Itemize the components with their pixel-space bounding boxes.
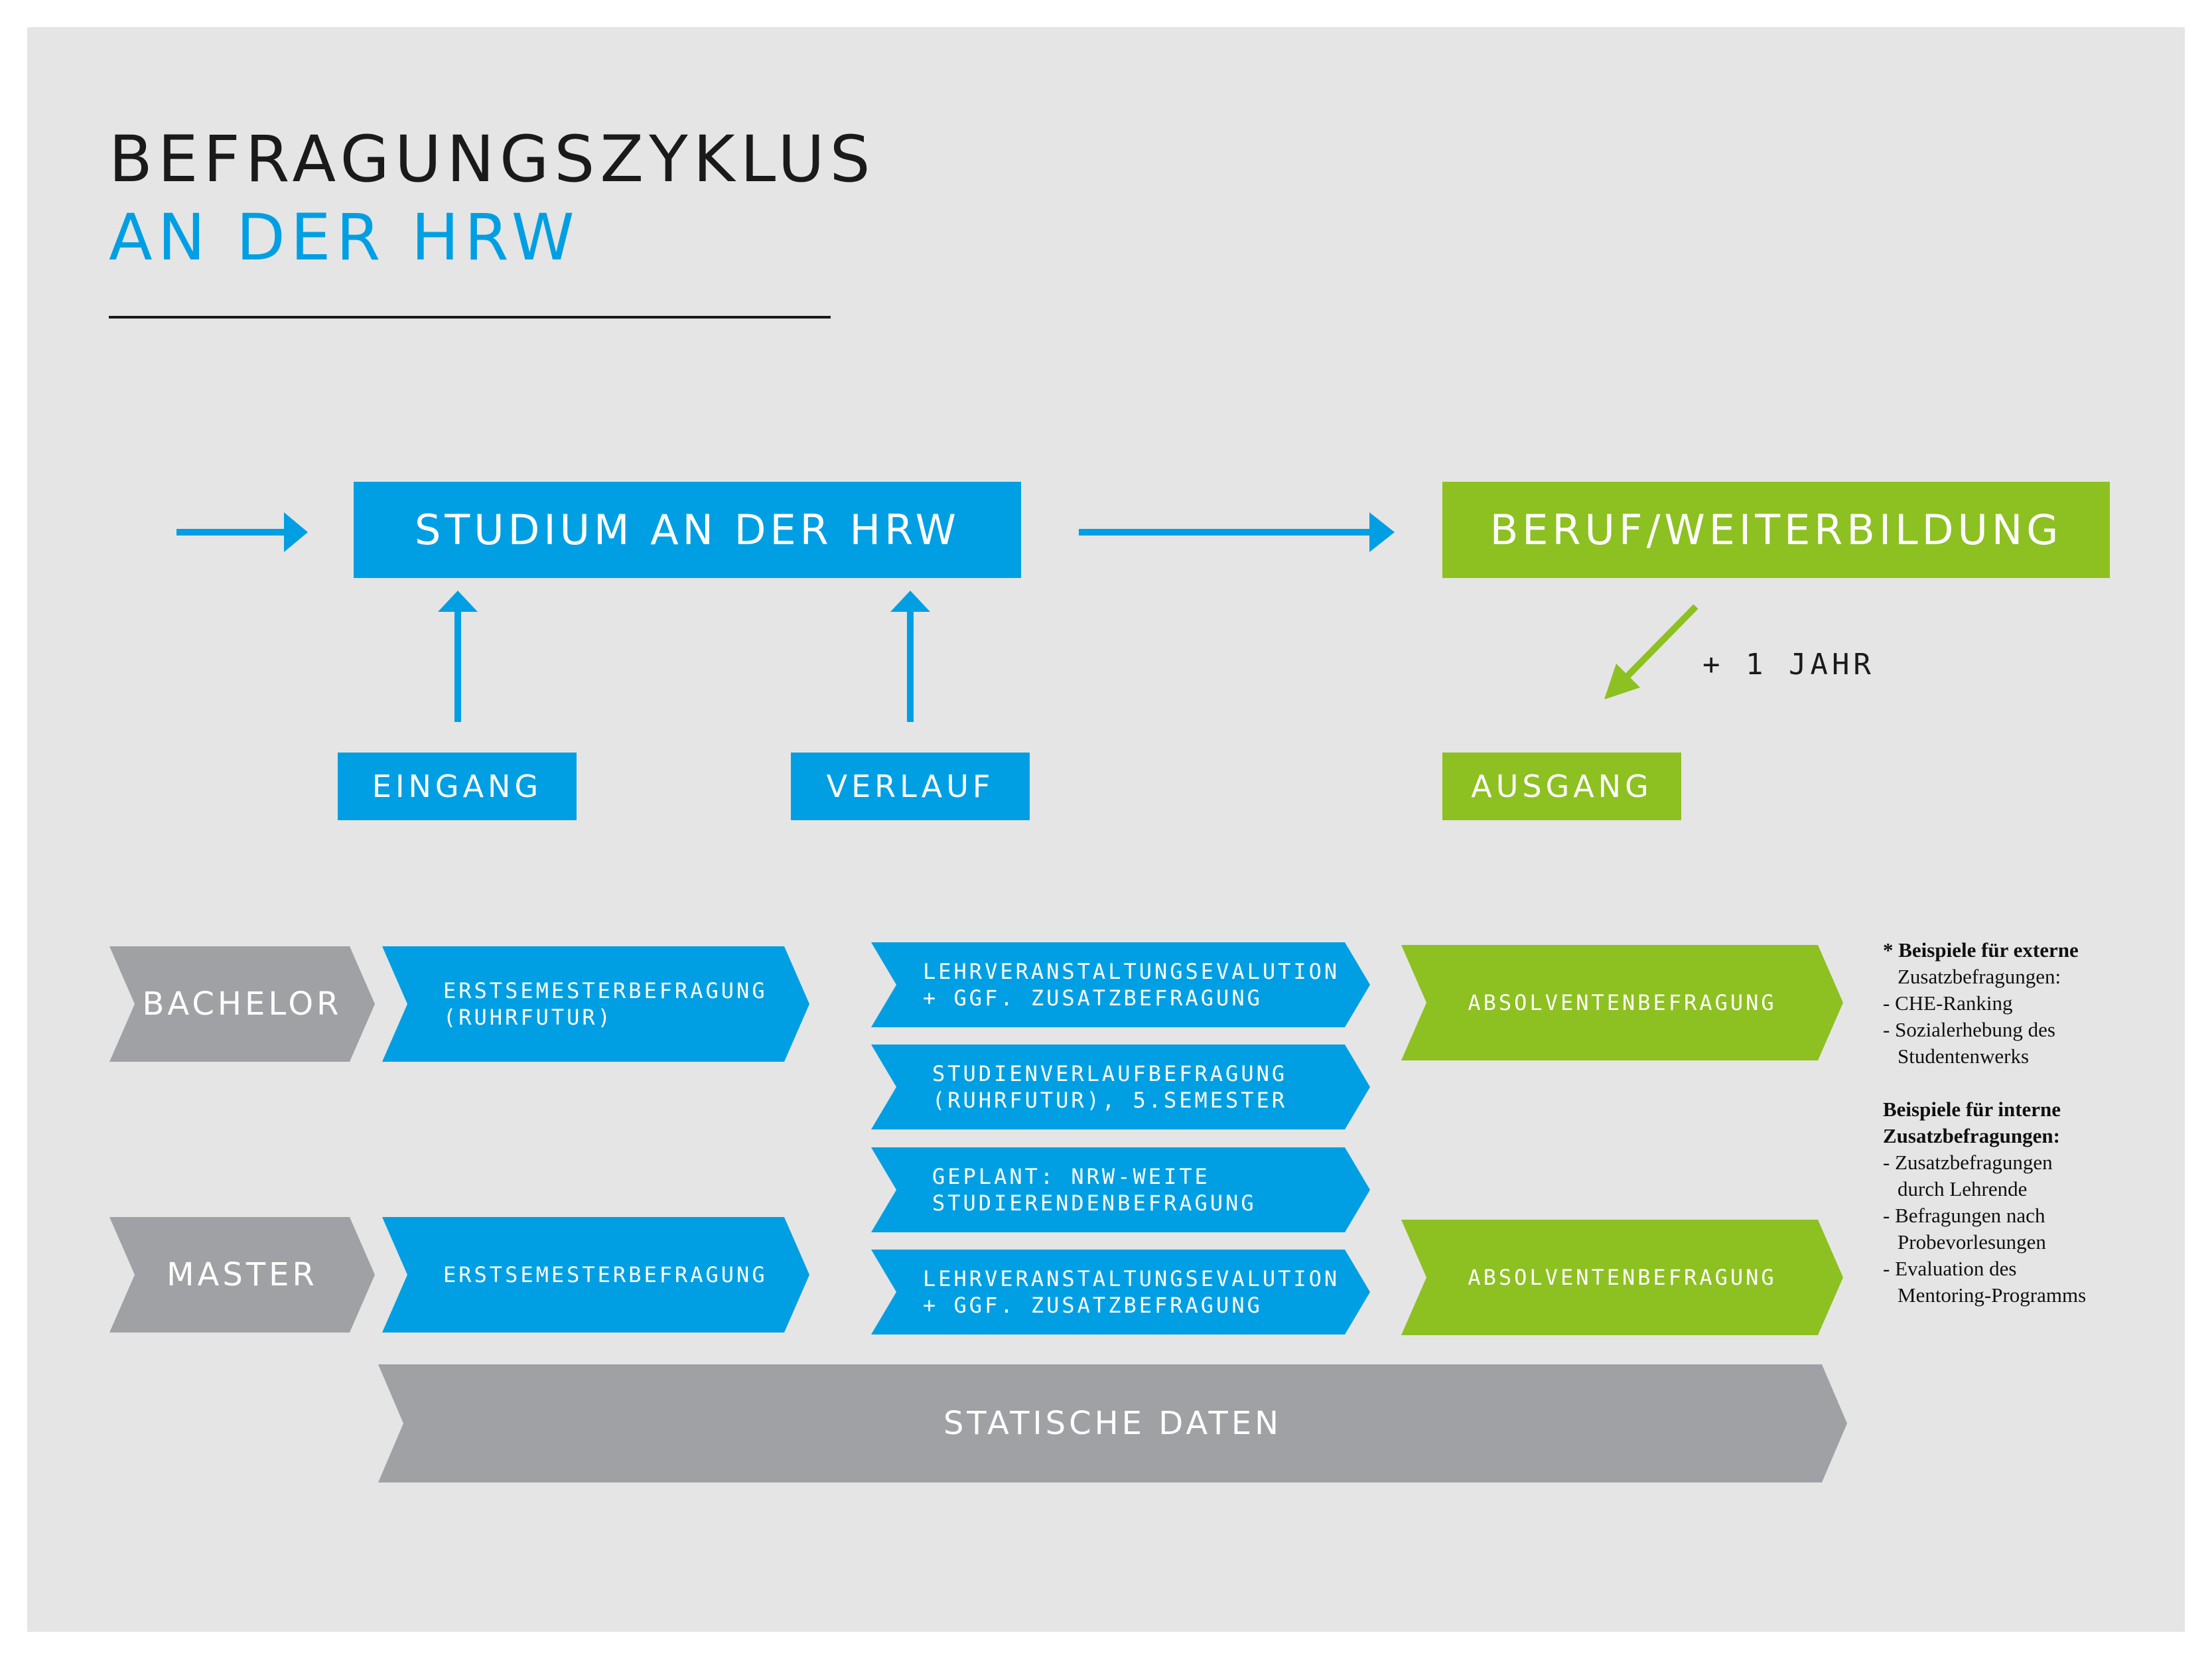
master-lehrveranstaltung-text: LEHRVERANSTALTUNGSEVALUTION + GGF. ZUSAT… <box>923 1266 1340 1318</box>
bachelor-studienverlauf-text: STUDIENVERLAUFBEFRAGUNG (RUHRFUTUR), 5.S… <box>932 1061 1288 1113</box>
bachelor-lehrveranstaltung-text: LEHRVERANSTALTUNGSEVALUTION + GGF. ZUSAT… <box>923 959 1340 1011</box>
internal-heading-2: Zusatzbefragungen: <box>1883 1124 2060 1147</box>
internal-item: - Zusatzbefragungen <box>1883 1151 2053 1174</box>
geplant-text: GEPLANT: NRW-WEITE STUDIERENDENBEFRAGUNG <box>932 1164 1257 1216</box>
beruf-box: BERUF/WEITERBILDUNG <box>1442 482 2110 578</box>
bachelor-label: BACHELOR <box>142 985 342 1023</box>
geplant-chevron: GEPLANT: NRW-WEITE STUDIERENDENBEFRAGUNG <box>871 1147 1370 1232</box>
plus-one-year-label: + 1 JAHR <box>1702 648 1875 682</box>
external-item: Studentenwerks <box>1898 1045 2030 1068</box>
master-erstsemester-text: ERSTSEMESTERBEFRAGUNG <box>443 1262 768 1287</box>
external-heading-2: Zusatzbefragungen: <box>1898 965 2061 988</box>
master-lehrveranstaltung-chevron: LEHRVERANSTALTUNGSEVALUTION + GGF. ZUSAT… <box>871 1250 1370 1334</box>
ausgang-box: AUSGANG <box>1442 753 1681 820</box>
bachelor-studienverlauf-chevron: STUDIENVERLAUFBEFRAGUNG (RUHRFUTUR), 5.S… <box>871 1045 1370 1129</box>
external-item: - Sozialerhebung des <box>1883 1018 2055 1041</box>
bachelor-erstsemester-text: ERSTSEMESTERBEFRAGUNG (RUHRFUTUR) <box>443 978 768 1030</box>
eingang-up-arrow <box>438 591 478 722</box>
internal-item: Mentoring-Programms <box>1898 1283 2087 1307</box>
bachelor-lehrveranstaltung-chevron: LEHRVERANSTALTUNGSEVALUTION + GGF. ZUSAT… <box>871 942 1370 1027</box>
bachelor-erstsemester-chevron: ERSTSEMESTERBEFRAGUNG (RUHRFUTUR) <box>382 946 809 1062</box>
eingang-box: EINGANG <box>338 753 577 820</box>
beruf-to-ausgang-arrow <box>1604 604 1698 699</box>
bachelor-chevron: BACHELOR <box>109 946 375 1062</box>
notes-spacer <box>1883 1070 2175 1096</box>
studium-box: STUDIUM AN DER HRW <box>354 482 1021 578</box>
title-underline <box>109 316 831 319</box>
statische-daten-label: STATISCHE DATEN <box>943 1405 1282 1442</box>
internal-item: - Evaluation des <box>1883 1257 2017 1280</box>
notes-panel: * Beispiele für externe Zusatzbefragunge… <box>1883 937 2175 1309</box>
master-absolventen-text: ABSOLVENTENBEFRAGUNG <box>1468 1265 1777 1290</box>
bachelor-absolventen-text: ABSOLVENTENBEFRAGUNG <box>1468 990 1777 1015</box>
internal-item: durch Lehrende <box>1898 1177 2028 1200</box>
master-chevron: MASTER <box>109 1217 375 1333</box>
title-line-1: BEFRAGUNGSZYKLUS <box>109 122 876 196</box>
internal-item: - Befragungen nach <box>1883 1204 2045 1227</box>
external-item: - CHE-Ranking <box>1883 991 2013 1015</box>
studium-to-beruf-arrow <box>1079 512 1395 552</box>
internal-item: Probevorlesungen <box>1898 1230 2046 1254</box>
entry-arrow <box>176 512 308 552</box>
verlauf-box: VERLAUF <box>791 753 1030 820</box>
master-label: MASTER <box>167 1256 318 1293</box>
master-erstsemester-chevron: ERSTSEMESTERBEFRAGUNG <box>382 1217 809 1333</box>
internal-heading-1: Beispiele für interne <box>1883 1098 2061 1121</box>
master-absolventen-chevron: ABSOLVENTENBEFRAGUNG <box>1401 1220 1843 1335</box>
verlauf-up-arrow <box>890 591 930 722</box>
bachelor-absolventen-chevron: ABSOLVENTENBEFRAGUNG <box>1401 945 1843 1060</box>
title-line-2: AN DER HRW <box>109 200 580 275</box>
external-heading-1: * Beispiele für externe <box>1883 938 2079 962</box>
statische-daten-chevron: STATISCHE DATEN <box>378 1364 1847 1482</box>
